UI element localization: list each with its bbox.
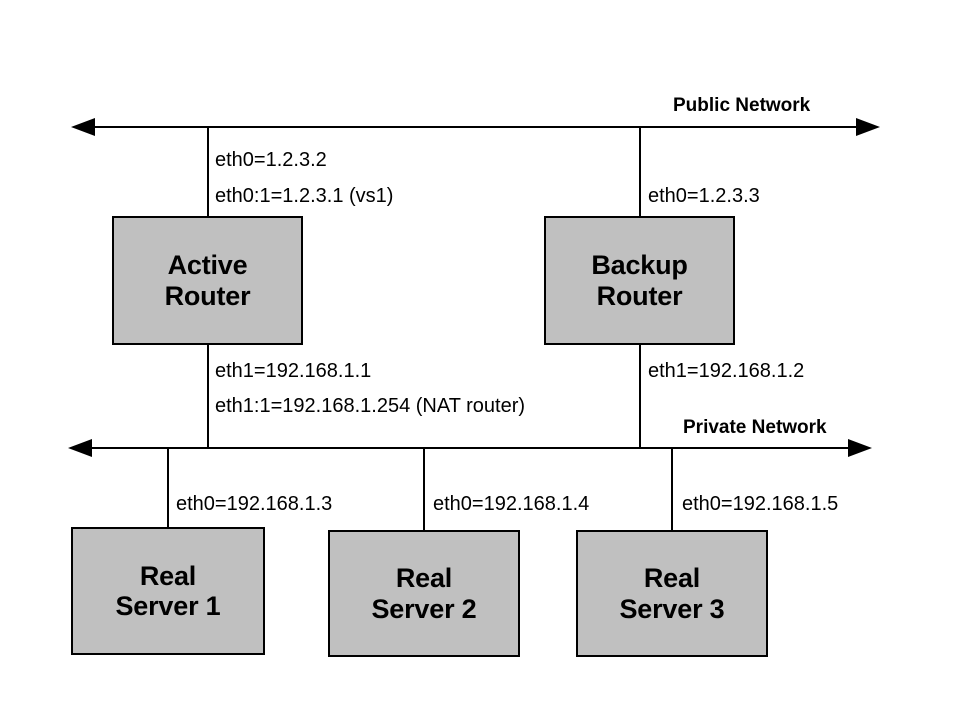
node-backup-router-line1: Backup xyxy=(591,250,688,281)
node-backup-router[interactable]: Backup Router xyxy=(544,216,735,345)
node-real-server-3[interactable]: Real Server 3 xyxy=(576,530,768,657)
active-router-private-primary-label: eth1=192.168.1.1 xyxy=(215,360,372,382)
public-network-bus xyxy=(71,118,880,136)
node-active-router-line2: Router xyxy=(164,280,251,311)
node-real-server-2-line1: Real xyxy=(395,563,453,594)
active-router-public-alias-label: eth0:1=1.2.3.1 (vs1) xyxy=(215,185,394,207)
real-server-2-eth0-label: eth0=192.168.1.4 xyxy=(433,493,590,515)
private-network-bus xyxy=(68,439,872,457)
node-active-router[interactable]: Active Router xyxy=(112,216,303,345)
real-server-1-eth0-label: eth0=192.168.1.3 xyxy=(176,493,333,515)
private-network-label: Private Network xyxy=(683,417,827,438)
node-real-server-1-line2: Server 1 xyxy=(115,591,221,621)
real-server-3-eth0-label: eth0=192.168.1.5 xyxy=(682,493,839,515)
node-real-server-3-line1: Real xyxy=(643,563,701,594)
node-real-server-1[interactable]: Real Server 1 xyxy=(71,527,265,655)
active-router-public-primary-label: eth0=1.2.3.2 xyxy=(215,149,327,171)
node-active-router-line1: Active xyxy=(167,250,248,281)
node-real-server-3-line2: Server 3 xyxy=(619,593,725,624)
node-real-server-2[interactable]: Real Server 2 xyxy=(328,530,520,657)
node-real-server-1-line1: Real xyxy=(139,560,197,591)
backup-router-public-primary-label: eth0=1.2.3.3 xyxy=(648,185,760,207)
active-router-private-alias-label: eth1:1=192.168.1.254 (NAT router) xyxy=(215,395,526,417)
node-real-server-2-line2: Server 2 xyxy=(371,593,477,624)
node-backup-router-line2: Router xyxy=(596,280,683,311)
backup-router-private-primary-label: eth1=192.168.1.2 xyxy=(648,360,805,382)
public-network-label: Public Network xyxy=(673,95,811,116)
